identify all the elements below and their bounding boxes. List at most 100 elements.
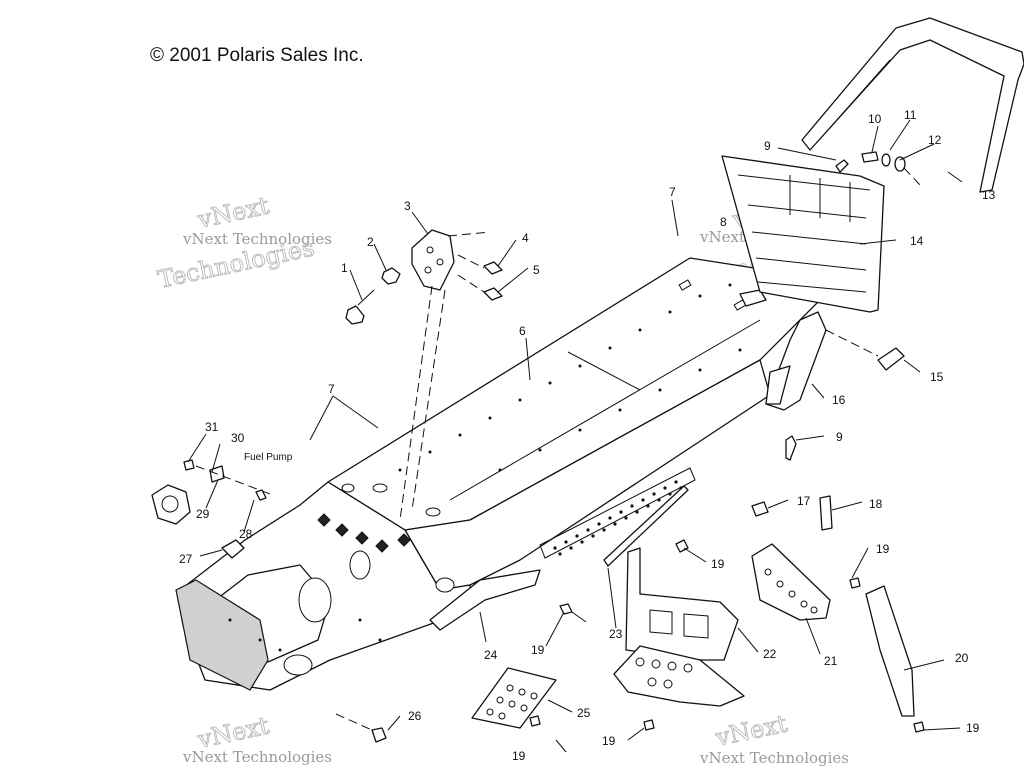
- rivet-19: [643, 719, 655, 731]
- rear-bumper-tube: [801, 17, 1024, 193]
- bulkhead-hole: [298, 577, 332, 623]
- callout-3: 3: [404, 199, 411, 213]
- watermark-text: vNext Technologies: [699, 749, 849, 767]
- callout-9a: 9: [764, 139, 771, 153]
- callout-31: 31: [205, 420, 219, 434]
- watermark-upper-left: vNext vNext Technologies Technologies: [155, 191, 332, 294]
- front-bracket-hardware: [345, 229, 503, 521]
- callout-30: 30: [231, 431, 245, 445]
- callout-5: 5: [533, 263, 540, 277]
- copyright-notice: © 2001 Polaris Sales Inc.: [150, 45, 364, 66]
- washer-11: [881, 153, 891, 167]
- callout-24: 24: [484, 648, 498, 662]
- bulkhead-hole: [349, 550, 371, 580]
- bulkhead-hole: [283, 654, 313, 676]
- callout-19a: 19: [711, 557, 725, 571]
- tunnel-crease: [449, 319, 761, 501]
- bolt-head-1: [345, 305, 365, 325]
- callout-20: 20: [955, 651, 969, 665]
- dash-line: [447, 231, 491, 237]
- rivet-dots: [228, 283, 742, 652]
- callout-19f: 19: [966, 721, 980, 735]
- dash-line: [827, 59, 891, 131]
- part-18: [819, 495, 833, 531]
- bolt-shank-1: [357, 289, 375, 306]
- dash-line: [571, 611, 587, 623]
- plate-25: [471, 667, 557, 729]
- callout-numbers: 1 2 3 4 5 6 7 7 8 9 9 10 11 12 13 14 15 …: [179, 108, 996, 763]
- callout-19c: 19: [531, 643, 545, 657]
- dash-line: [457, 274, 485, 293]
- tunnel-seam: [567, 351, 641, 391]
- callout-4: 4: [522, 231, 529, 245]
- rivet-19: [529, 715, 541, 727]
- deck-cutout: [341, 483, 355, 493]
- callout-23: 23: [609, 627, 623, 641]
- callout-21: 21: [824, 654, 838, 668]
- part-15: [877, 347, 905, 371]
- rivet-19: [559, 603, 573, 615]
- callout-6: 6: [519, 324, 526, 338]
- callout-25: 25: [577, 706, 591, 720]
- chassis-tunnel: [175, 257, 821, 691]
- snow-flap-plate: [721, 155, 885, 313]
- deck-slot: [678, 279, 692, 291]
- rivet-19: [913, 721, 925, 733]
- bulkhead-hole: [435, 577, 455, 593]
- plate-22-window: [683, 613, 709, 639]
- callout-7b: 7: [669, 185, 676, 199]
- callout-17: 17: [797, 494, 811, 508]
- fuel-pump-hole: [161, 495, 179, 513]
- dash-line: [399, 285, 433, 521]
- callout-1: 1: [341, 261, 348, 275]
- nut-2: [381, 267, 401, 285]
- snow-flap-14: [721, 155, 885, 313]
- fuel-pump-label: Fuel Pump: [244, 452, 293, 463]
- deck-cutout: [425, 507, 441, 517]
- watermark-text: vNext Technologies: [182, 230, 332, 248]
- plate-22-window: [649, 609, 673, 635]
- callout-2: 2: [367, 235, 374, 249]
- part-28: [255, 489, 267, 501]
- bolt-9: [835, 159, 849, 173]
- bolt-10: [861, 151, 879, 163]
- callout-13: 13: [982, 188, 996, 202]
- callout-11: 11: [904, 108, 917, 122]
- bracket-hole: [426, 246, 434, 254]
- dash-line: [747, 204, 867, 219]
- callout-18: 18: [869, 497, 883, 511]
- callout-27: 27: [179, 552, 193, 566]
- watermark-bottom-right: vNext vNext Technologies: [699, 709, 849, 767]
- skid-plate-holes: [635, 657, 693, 689]
- washer-31: [183, 459, 195, 471]
- callout-19b: 19: [876, 542, 890, 556]
- watermark-big-a: vNext: [712, 709, 790, 752]
- part-27: [221, 539, 245, 559]
- strip-23: [603, 485, 689, 567]
- bracket-hole: [424, 266, 432, 274]
- callout-16: 16: [832, 393, 846, 407]
- deck-cutout: [372, 483, 388, 493]
- flap-hardware: [835, 151, 921, 186]
- part-17: [751, 501, 769, 517]
- dash-line: [755, 257, 867, 271]
- skid-plate: [613, 645, 745, 707]
- bolt-9-lower: [785, 435, 797, 461]
- front-bumper: [175, 579, 269, 691]
- nut-12: [894, 156, 906, 172]
- callout-7a: 7: [328, 382, 335, 396]
- dash-line: [737, 174, 871, 191]
- perforation-strip: [539, 467, 696, 559]
- dash-line: [335, 713, 373, 731]
- leader-lines: [187, 119, 963, 753]
- callout-15: 15: [930, 370, 944, 384]
- bolt-5: [483, 287, 503, 301]
- dash-line: [903, 167, 921, 186]
- dash-line: [195, 465, 271, 495]
- part-26: [371, 727, 387, 743]
- callout-28: 28: [239, 527, 253, 541]
- watermark-text: vNext Technologies: [182, 748, 332, 766]
- side-plate-21: [751, 543, 831, 621]
- mount-pegs: [317, 513, 411, 553]
